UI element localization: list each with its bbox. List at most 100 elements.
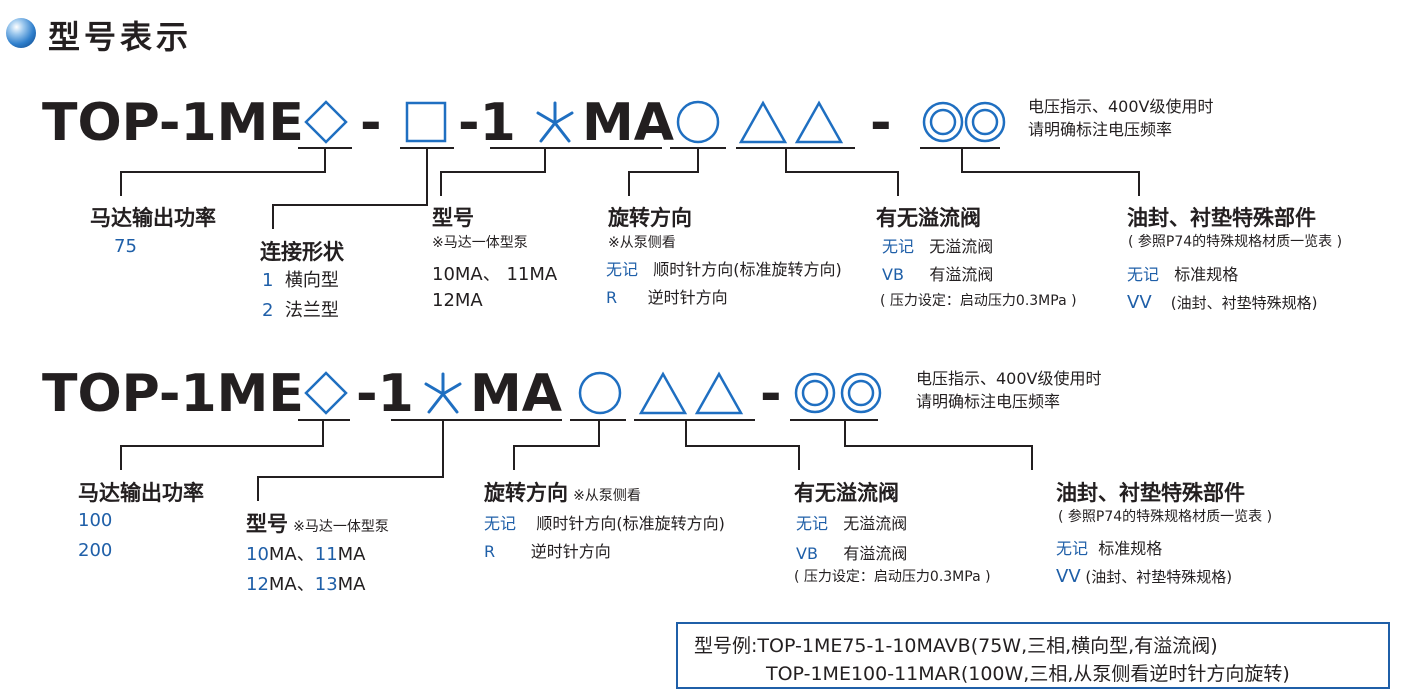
code2-relief-note: ( 压力设定：启动压力0.3MPa ): [794, 569, 991, 585]
code1-relief-text-2: 有溢流阀: [929, 265, 994, 284]
code2-side-note-line1: 电压指示、400V级使用时: [916, 369, 1102, 388]
code1-circle-icon: [674, 99, 722, 149]
code1-connection-text-1: 横向型: [284, 270, 339, 291]
code2-model-l1b: MA、: [268, 544, 315, 565]
code2-side-note: 电压指示、400V级使用时 请明确标注电压频率: [916, 367, 1102, 413]
code1-relief-note: ( 压力设定：启动压力0.3MPa ): [880, 293, 1077, 309]
code2-circle-icon: [576, 370, 624, 420]
code2-model-note: ※马达一体型泵: [293, 519, 389, 535]
code2-model-l2a: 12: [246, 574, 269, 595]
code2-model-l1c: 11: [314, 544, 338, 565]
code2-seal-text-2: (油封、衬垫特殊规格): [1085, 568, 1233, 586]
code1-model-heading: 型号: [432, 206, 474, 230]
code1-diamond-icon: [303, 99, 349, 149]
code2-model-line2: 12MA、13MA: [246, 570, 366, 596]
code2-model-header: 型号 ※马达一体型泵: [246, 508, 389, 538]
code1-asterisk-icon: [532, 99, 578, 149]
title-bullet-icon: [6, 18, 36, 48]
code1-model-l1b: MA、: [454, 264, 507, 285]
code2-dash1: -1: [356, 364, 414, 424]
code2-motor-power-value-2: 200: [78, 540, 113, 561]
code1-rotation-heading: 旋转方向: [608, 206, 692, 230]
code1-dash1: -: [360, 93, 382, 153]
code1-rotation-item-2: R 逆时针方向: [606, 284, 728, 308]
code2-motor-power-value-1: 100: [78, 510, 113, 531]
code1-prefix: TOP-1ME: [42, 93, 304, 153]
code2-double-circle-icon-1: [792, 370, 838, 420]
code1-relief-item-2: VB 有溢流阀: [882, 261, 993, 285]
code2-double-circle-icon-2: [838, 370, 884, 420]
code1-rotation-text-2: 逆时针方向: [647, 288, 728, 307]
code2-relief-code-2: VB: [796, 544, 818, 563]
code1-relief-heading: 有无溢流阀: [876, 206, 981, 230]
code2-model-l2b: MA、: [268, 574, 315, 595]
code1-rotation-note: ※从泵侧看: [608, 235, 676, 251]
code1-seal-text-1: 标准规格: [1174, 265, 1239, 284]
code1-connection-code-1: 1: [262, 270, 274, 291]
code1-connection-heading: 连接形状: [260, 240, 344, 264]
code1-seal-code-1: 无记: [1127, 265, 1160, 284]
code2-model-l1a: 10: [246, 544, 269, 565]
code2-model-l1d: MA: [337, 544, 366, 565]
code2-rotation-text-1: 顺时针方向(标准旋转方向): [536, 514, 725, 533]
code2-side-note-line2: 请明确标注电压频率: [916, 392, 1061, 411]
code2-seal-text-1: 标准规格: [1098, 539, 1163, 558]
code1-connection-item-1: 1 横向型: [262, 266, 339, 292]
code2-seal-item-2: VV (油封、衬垫特殊规格): [1056, 566, 1232, 587]
code1-seal-item-1: 无记 标准规格: [1127, 261, 1238, 285]
code1-model-line2: 12MA: [432, 290, 483, 311]
code1-seal-code-2: VV: [1127, 292, 1152, 313]
code2-seal-item-1: 无记 标准规格: [1056, 535, 1162, 559]
code1-connection-code-2: 2: [262, 300, 274, 321]
code1-model-l1c: 11: [506, 264, 530, 285]
code1-seal-item-2: VV (油封、衬垫特殊规格): [1127, 292, 1317, 313]
code2-rotation-note: ※从泵侧看: [573, 488, 641, 504]
code1-rotation-text-1: 顺时针方向(标准旋转方向): [653, 260, 842, 279]
code2-motor-power-heading: 马达输出功率: [78, 481, 204, 505]
code2-seal-code-2: VV: [1056, 566, 1081, 587]
code2-seal-heading: 油封、衬垫特殊部件: [1056, 481, 1245, 505]
code2-relief-item-2: VB 有溢流阀: [796, 540, 907, 564]
code1-motor-power-heading: 马达输出功率: [90, 206, 216, 230]
example-line-1: 型号例:TOP-1ME75-1-10MAVB(75W,三相,横向型,有溢流阀): [694, 635, 1218, 657]
code2-diamond-icon: [303, 370, 349, 420]
code1-connection-item-2: 2 法兰型: [262, 296, 339, 322]
code1-seal-text-2: (油封、衬垫特殊规格): [1170, 294, 1318, 312]
code2-relief-heading: 有无溢流阀: [794, 481, 899, 505]
code2-relief-text-2: 有溢流阀: [843, 544, 908, 563]
code1-connection-text-2: 法兰型: [284, 300, 339, 321]
code2-rotation-code-1: 无记: [484, 514, 517, 533]
code1-dash3: -: [870, 93, 892, 153]
code1-motor-power-value: 75: [114, 236, 137, 257]
code1-rotation-code-1: 无记: [606, 260, 639, 279]
code2-model-line1: 10MA、11MA: [246, 540, 366, 566]
code1-double-circle-icon-2: [962, 99, 1008, 149]
code2-triangle-icon-1: [638, 370, 688, 420]
code2-triangle-icon-2: [694, 370, 744, 420]
code2-relief-item-1: 无记 无溢流阀: [796, 510, 907, 534]
code2-model-l2c: 13: [314, 574, 338, 595]
code1-double-circle-icon-1: [920, 99, 966, 149]
page-title: 型号表示: [48, 18, 193, 56]
code1-triangle-icon-2: [794, 99, 844, 149]
example-line-2: TOP-1ME100-11MAR(100W,三相,从泵侧看逆时针方向旋转): [766, 663, 1290, 685]
code1-triangle-icon-1: [738, 99, 788, 149]
code1-relief-code-2: VB: [882, 265, 904, 284]
code2-rotation-header: 旋转方向 ※从泵侧看: [484, 477, 641, 507]
code2-rotation-item-1: 无记 顺时针方向(标准旋转方向): [484, 510, 725, 534]
code1-rotation-code-2: R: [606, 288, 618, 307]
code2-model-l2d: MA: [337, 574, 366, 595]
code2-suffix: MA: [470, 364, 562, 424]
code1-relief-text-1: 无溢流阀: [929, 237, 994, 256]
code2-rotation-code-2: R: [484, 542, 496, 561]
code1-model-l1a: 10: [432, 264, 455, 285]
code2-relief-code-1: 无记: [796, 514, 829, 533]
code2-rotation-text-2: 逆时针方向: [530, 542, 611, 561]
code2-seal-code-1: 无记: [1056, 539, 1089, 558]
code1-relief-code-1: 无记: [882, 237, 915, 256]
code1-model-l1d: MA: [529, 264, 558, 285]
code2-model-heading: 型号: [246, 512, 288, 536]
code1-rotation-item-1: 无记 顺时针方向(标准旋转方向): [606, 256, 842, 280]
code1-dash2: -1: [458, 93, 516, 153]
